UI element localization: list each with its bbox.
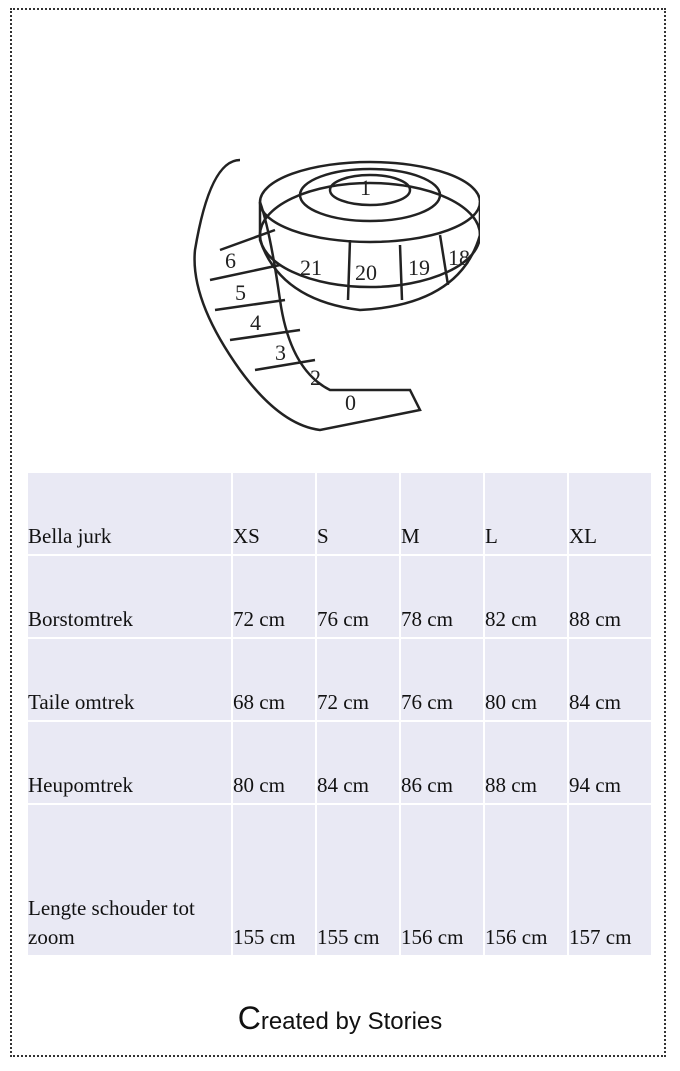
table-cell: 84 cm (569, 639, 651, 722)
footer-credit: Created by Stories (0, 1000, 680, 1037)
tape-number: 19 (408, 255, 430, 280)
table-cell: 76 cm (317, 556, 399, 639)
table-cell: 88 cm (485, 722, 567, 805)
table-cell: 155 cm (317, 805, 399, 957)
footer-initial: C (237, 1000, 261, 1036)
tape-number: 18 (448, 245, 470, 270)
table-row: Borstomtrek 72 cm 76 cm 78 cm 82 cm 88 c… (28, 556, 651, 639)
table-cell: 84 cm (317, 722, 399, 805)
table-header-cell: XS (233, 473, 315, 556)
row-label: Borstomtrek (28, 556, 231, 639)
tape-number: 21 (300, 255, 322, 280)
table-cell: 80 cm (233, 722, 315, 805)
row-label: Lengte schouder tot zoom (28, 805, 231, 957)
tape-number: 0 (345, 390, 356, 415)
table-row: Heupomtrek 80 cm 84 cm 86 cm 88 cm 94 cm (28, 722, 651, 805)
table-cell: 76 cm (401, 639, 483, 722)
footer-text: reated by Stories (260, 1008, 443, 1035)
table-row: Taile omtrek 68 cm 72 cm 76 cm 80 cm 84 … (28, 639, 651, 722)
table-cell: 155 cm (233, 805, 315, 957)
row-label: Heupomtrek (28, 722, 231, 805)
table-row: Lengte schouder tot zoom 155 cm 155 cm 1… (28, 805, 651, 957)
table-cell: 68 cm (233, 639, 315, 722)
tape-number: 2 (310, 365, 321, 390)
table-cell: 156 cm (401, 805, 483, 957)
table-cell: 72 cm (233, 556, 315, 639)
size-table: Bella jurk XS S M L XL Borstomtrek 72 cm… (26, 473, 653, 957)
table-header-cell: M (401, 473, 483, 556)
page-border (10, 8, 666, 1057)
table-cell: 72 cm (317, 639, 399, 722)
table-cell: 78 cm (401, 556, 483, 639)
table-header-cell: S (317, 473, 399, 556)
measuring-tape-illustration: 6 5 4 3 2 0 21 20 19 18 1 (193, 158, 480, 432)
table-cell: 82 cm (485, 556, 567, 639)
table-cell: 94 cm (569, 722, 651, 805)
tape-number: 5 (235, 280, 246, 305)
table-header-cell: L (485, 473, 567, 556)
tape-number: 6 (225, 248, 236, 273)
table-cell: 80 cm (485, 639, 567, 722)
tape-number: 20 (355, 260, 377, 285)
table-cell: 157 cm (569, 805, 651, 957)
tape-number: 3 (275, 340, 286, 365)
tape-number: 1 (360, 175, 371, 200)
row-label: Taile omtrek (28, 639, 231, 722)
table-cell: 156 cm (485, 805, 567, 957)
table-cell: 86 cm (401, 722, 483, 805)
table-cell: 88 cm (569, 556, 651, 639)
tape-number: 4 (250, 310, 261, 335)
table-header-row: Bella jurk XS S M L XL (28, 473, 651, 556)
table-header-cell: XL (569, 473, 651, 556)
table-header-cell: Bella jurk (28, 473, 231, 556)
